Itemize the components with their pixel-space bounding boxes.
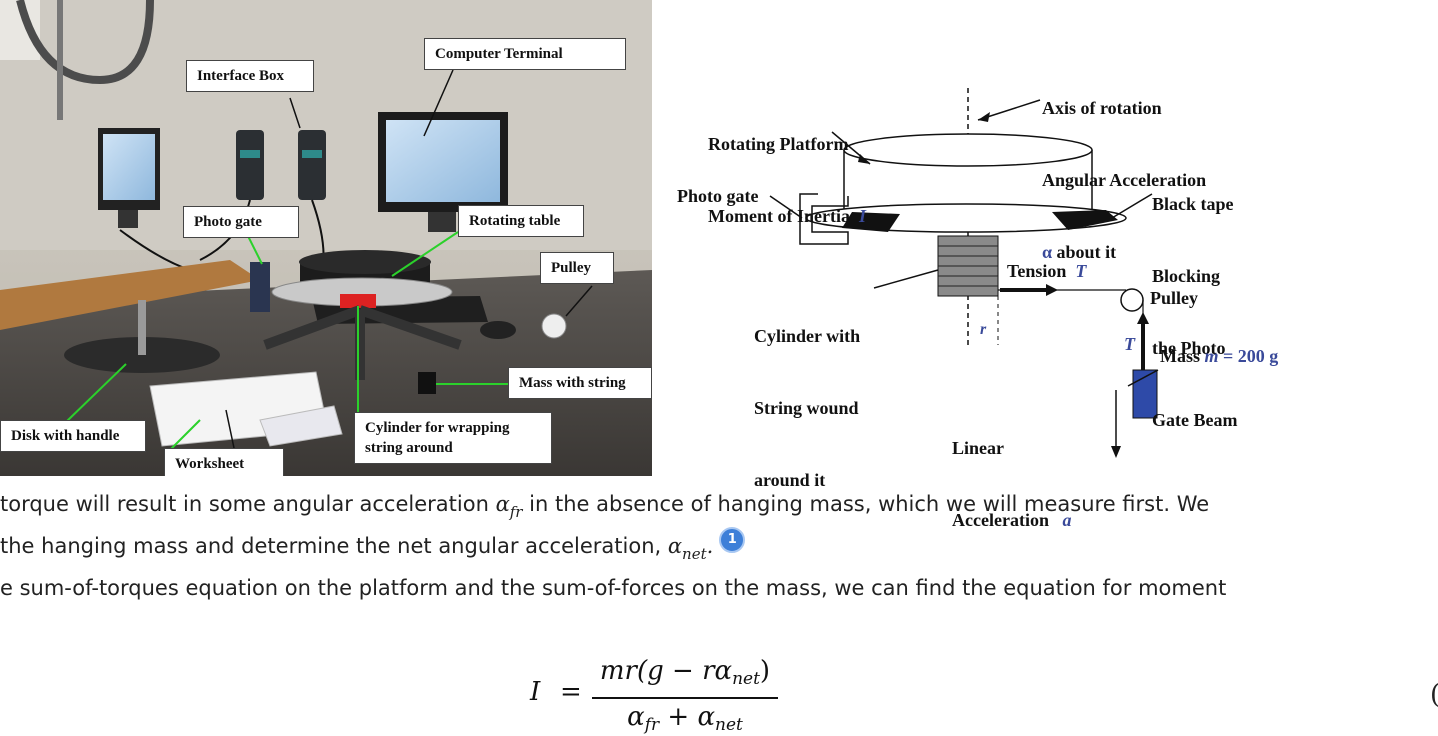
denominator-plus-alpha: + α: [659, 702, 715, 732]
callout-interface-box: Interface Box: [186, 60, 314, 92]
apparatus-drawing: [769, 88, 1159, 458]
pulley-label: Pulley: [1150, 288, 1198, 308]
tape-label-line1: Black tape: [1152, 194, 1234, 214]
lab-setup-photo: Computer Terminal Interface Box Photo ga…: [0, 0, 652, 476]
callout-computer-terminal: Computer Terminal: [424, 38, 626, 70]
linear-label-line1: Linear: [952, 438, 1004, 458]
callout-cylinder: Cylinder for wrapping string around: [354, 412, 552, 464]
fraction-bar: [592, 697, 778, 699]
tension-var-vertical: T: [1124, 334, 1135, 354]
linear-label-line2: Acceleration a: [952, 508, 1071, 532]
cylinder-label: Cylinder with String wound around it: [754, 276, 860, 540]
paragraph-line-2: the hanging mass and determine the net a…: [0, 527, 746, 563]
tape-label-line4: Gate Beam: [1152, 410, 1238, 430]
platform-label-line1: Rotating Platform: [708, 134, 849, 154]
callout-pulley: Pulley: [540, 252, 614, 284]
equation-equals: =: [560, 677, 582, 707]
mass-label: Mass m = 200 g: [1160, 344, 1278, 368]
axis-label-line3: α about it: [1042, 240, 1206, 264]
linear-acceleration-label: Linear Acceleration a: [952, 388, 1071, 580]
platform-label: Rotating Platform Moment of Inertia I: [708, 84, 866, 276]
callout-cylinder-line2: string around: [365, 440, 453, 456]
linear-var: a: [1062, 510, 1072, 530]
radius-var: r: [980, 321, 987, 338]
axis-label-about: about it: [1052, 242, 1117, 262]
axis-alpha: α: [1042, 242, 1053, 262]
axis-label-line1: Axis of rotation: [1042, 98, 1162, 118]
platform-moi-text: Moment of Inertia: [708, 206, 850, 226]
apparatus-diagram: Axis of rotation Angular Acceleration α …: [652, 0, 1438, 530]
denominator-subscript-net: net: [715, 715, 743, 735]
numerator-main: mr(g − rα: [599, 656, 733, 686]
footnote-badge[interactable]: 1: [719, 527, 746, 553]
linear-label-text: Acceleration: [952, 510, 1049, 530]
platform-var-i: I: [858, 206, 866, 226]
alpha-fr-subscript: fr: [509, 503, 523, 521]
equation-numerator: mr(g − rαnet): [590, 656, 780, 689]
callout-rotating-table: Rotating table: [458, 205, 584, 237]
equation-denominator: αfr + αnet: [590, 702, 780, 735]
tape-label: Black tape Blocking the Photo Gate Beam: [1152, 144, 1237, 480]
paragraph-line-1: torque will result in some angular accel…: [0, 492, 1210, 521]
callout-worksheet: Worksheet: [164, 448, 284, 476]
denominator-subscript-fr: fr: [644, 715, 660, 735]
line1-end: in the absence of hanging mass, which we…: [522, 492, 1210, 516]
paragraph-line-3: e sum-of-torques equation on the platfor…: [0, 576, 1227, 600]
callout-disk-with-handle: Disk with handle: [0, 420, 146, 452]
mass-text: Mass: [1160, 346, 1200, 366]
platform-label-line2: Moment of Inertia I: [708, 204, 866, 228]
alpha-net-subscript: net: [682, 545, 707, 563]
alpha-fr: αfr: [495, 492, 523, 521]
equation-number: (: [1430, 680, 1438, 710]
tension-label: Tension T: [1007, 259, 1086, 283]
numerator-subscript: net: [732, 669, 760, 689]
cylinder-label-line3: around it: [754, 470, 826, 490]
mass-var: m: [1204, 346, 1219, 366]
callout-mass-with-string: Mass with string: [508, 367, 652, 399]
alpha-fr-symbol: α: [495, 492, 510, 516]
moment-of-inertia-equation: I = mr(g − rαnet) αfr + αnet: [530, 650, 790, 736]
line2-start: the hanging mass and determine the net a…: [0, 534, 668, 558]
tension-text: Tension: [1007, 261, 1067, 281]
tension-var: T: [1075, 261, 1087, 281]
alpha-net: αnet.: [667, 534, 714, 563]
callout-photo-gate: Photo gate: [183, 206, 299, 238]
numerator-close: ): [759, 656, 771, 686]
alpha-net-symbol: α: [667, 534, 683, 558]
cylinder-label-line1: Cylinder with: [754, 326, 861, 346]
line2-period: .: [706, 534, 714, 558]
axis-label-line2: Angular Acceleration: [1042, 170, 1207, 190]
photo-gate-label: Photo gate: [677, 186, 759, 206]
tape-label-line2: Blocking: [1152, 266, 1221, 286]
tape-label-line3: the Photo: [1152, 338, 1226, 358]
lab-photo-scene: [0, 0, 652, 476]
line1-start: torque will result in some angular accel…: [0, 492, 496, 516]
denominator-alpha1: α: [627, 702, 645, 732]
axis-label: Axis of rotation Angular Acceleration α …: [1042, 48, 1206, 312]
callout-cylinder-line1: Cylinder for wrapping: [365, 420, 510, 436]
equation-lhs: I: [530, 677, 541, 707]
cylinder-label-line2: String wound: [754, 398, 859, 418]
mass-value: = 200 g: [1218, 346, 1279, 366]
